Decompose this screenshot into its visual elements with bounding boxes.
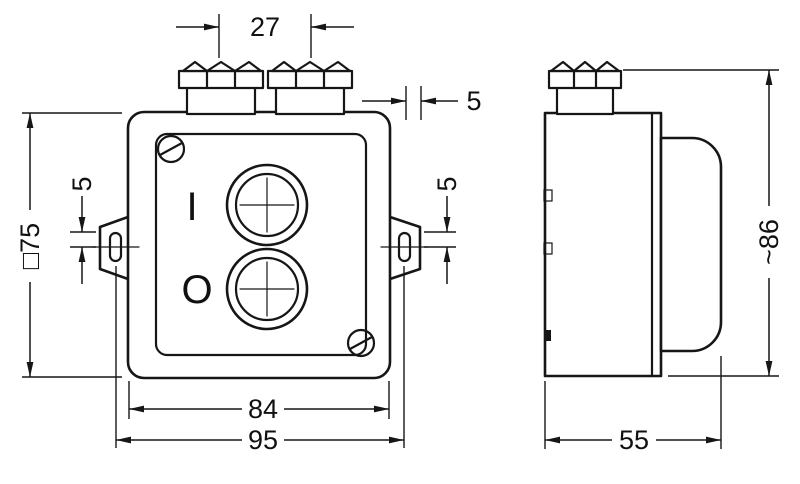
fixing-slot-right	[380, 231, 429, 263]
lid-screw-bottom-right	[346, 328, 376, 358]
lid-screw-top-left	[156, 134, 186, 164]
slot-hole	[108, 231, 123, 263]
back-wall-details	[543, 189, 553, 341]
dim-label-square-75: □75	[15, 223, 45, 269]
marking-on: I	[186, 185, 197, 229]
dim-label-55: 55	[619, 425, 649, 455]
cable-gland-right	[266, 60, 354, 116]
fixing-slot-left	[91, 231, 140, 263]
button-start	[225, 163, 309, 247]
dim-square-side: □75	[15, 112, 122, 378]
dim-label-27: 27	[250, 12, 280, 42]
gland-body	[555, 84, 615, 116]
side-view	[543, 60, 723, 378]
gland-nut-crown	[270, 60, 352, 73]
gland-nut	[177, 69, 265, 90]
screw-slot	[348, 335, 374, 351]
dim-label-5-top: 5	[466, 86, 481, 116]
lid-face	[154, 132, 368, 357]
front-view: I O	[91, 60, 429, 380]
dim-label-5-right: 5	[432, 176, 462, 191]
dim-label-5-left: 5	[67, 176, 97, 191]
dim-slot-offset-right: 5	[424, 176, 462, 284]
clip-mark	[543, 189, 553, 202]
vent-mark	[545, 330, 551, 341]
base-profile	[543, 111, 663, 378]
dim-gland-edge-offset: 5	[362, 86, 482, 120]
clip-mark	[543, 242, 553, 255]
dimensions: 27 5 □75 5	[15, 12, 784, 455]
dim-overall-height: ~86	[623, 69, 784, 377]
mounting-tab-left	[98, 215, 130, 281]
button-stop	[225, 247, 309, 331]
cable-gland-left	[177, 60, 265, 116]
dim-label-86: ~86	[754, 219, 784, 265]
gland-nut-crown	[181, 60, 263, 73]
dim-fixing-centers: 95	[115, 266, 405, 455]
cable-gland-side	[547, 60, 623, 116]
gland-body	[185, 84, 257, 116]
slot-hole	[397, 231, 412, 263]
dim-body-width: 84	[128, 381, 390, 424]
dim-slot-offset-left: 5	[67, 176, 97, 284]
screw-slot	[158, 141, 184, 157]
dim-label-95: 95	[248, 425, 278, 455]
lid-profile	[659, 136, 723, 353]
marking-off: O	[181, 268, 212, 312]
dim-label-84: 84	[248, 394, 278, 424]
mounting-tab-right	[388, 215, 422, 281]
dim-depth: 55	[544, 356, 722, 455]
gland-nut-crown	[549, 60, 621, 73]
dim-gland-spacing: 27	[176, 12, 354, 58]
gland-body	[274, 84, 346, 116]
gland-nut	[266, 69, 354, 90]
gland-nut	[547, 69, 623, 90]
